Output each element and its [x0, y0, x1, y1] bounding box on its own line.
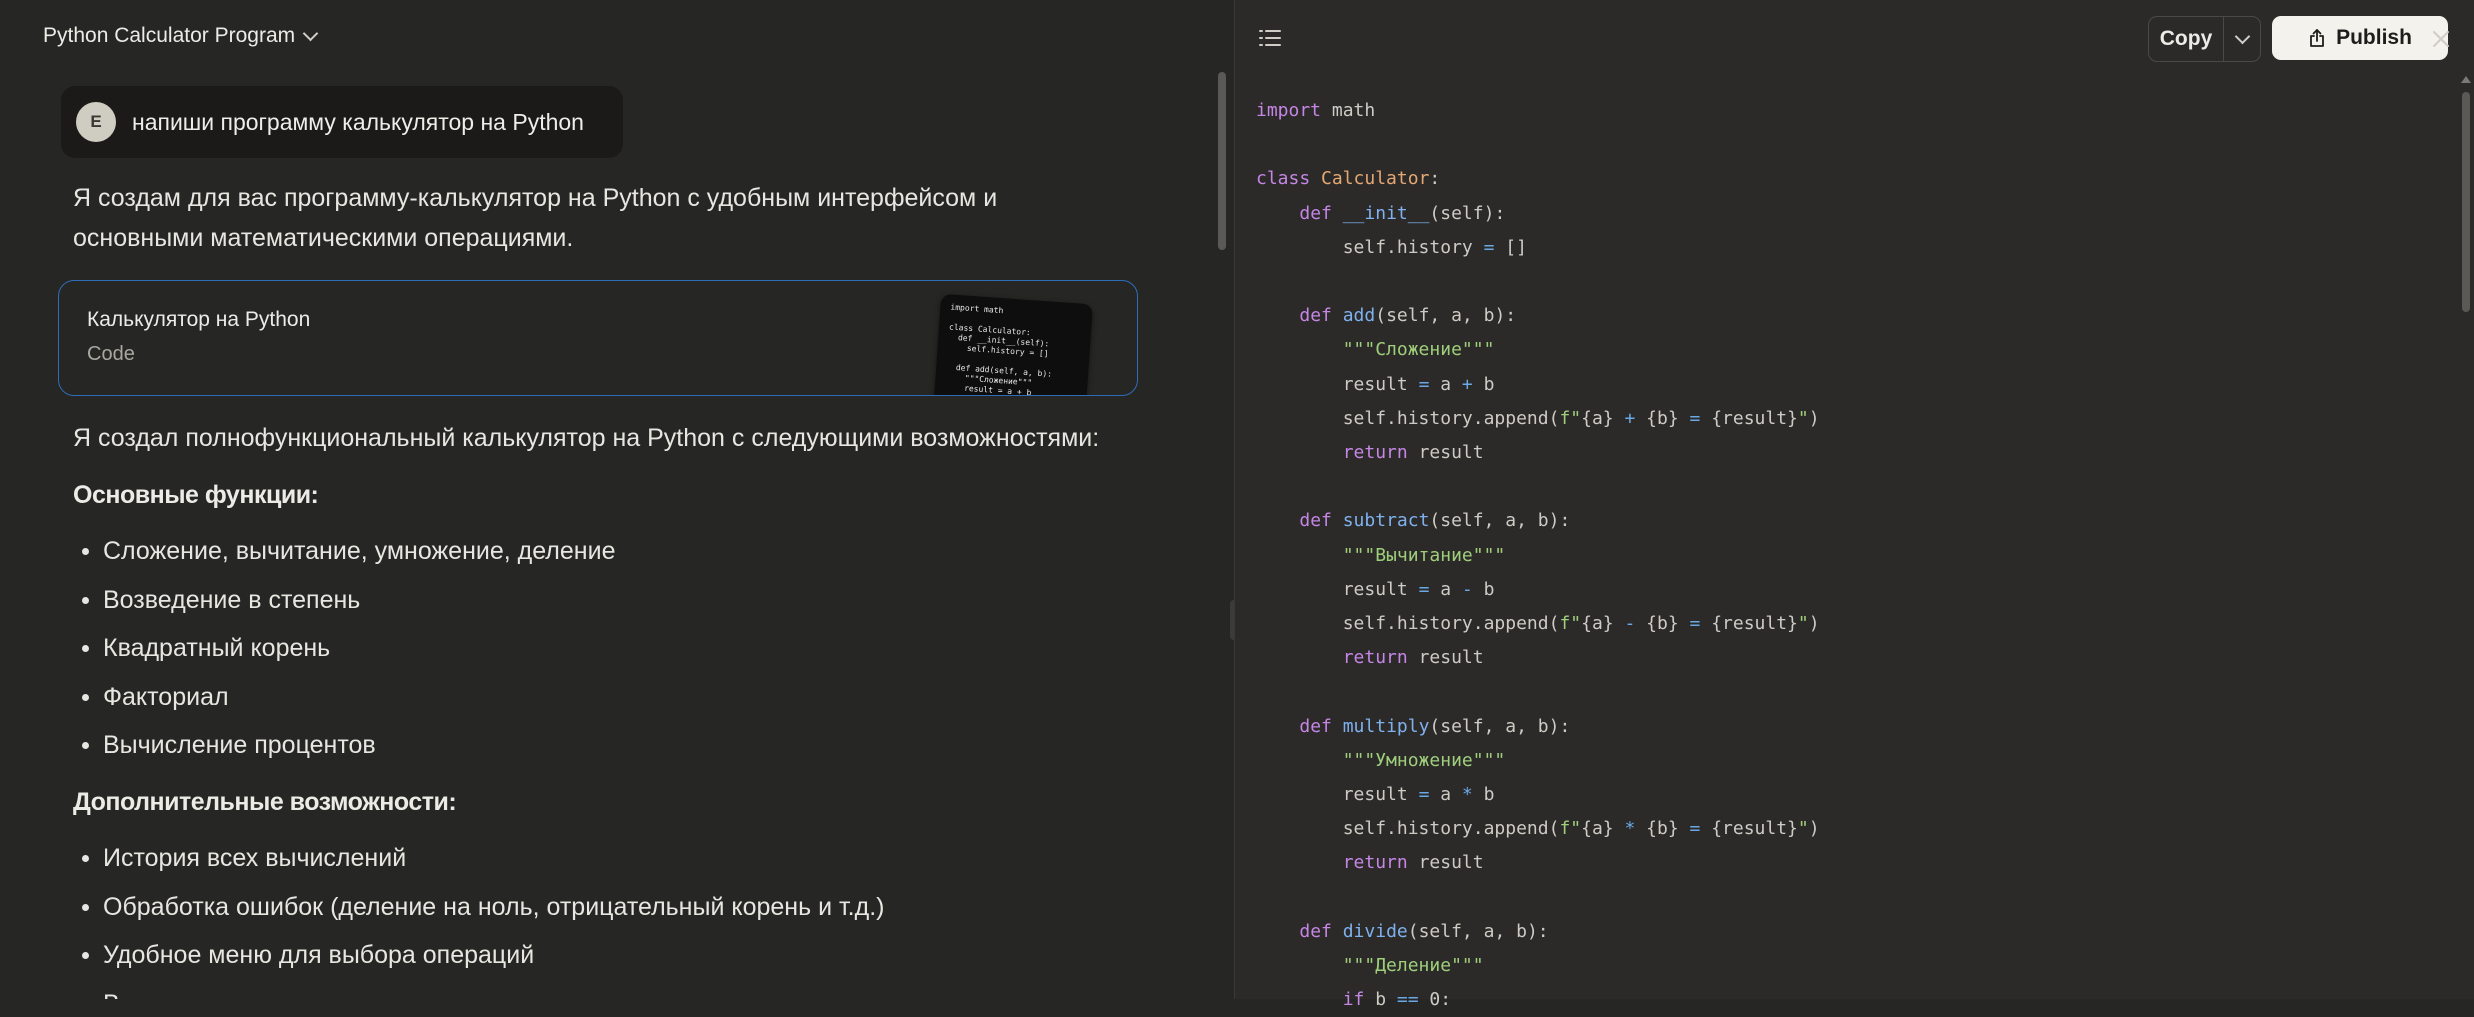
assistant-summary: Я создал полнофункциональный калькулятор…	[73, 424, 1100, 452]
close-icon[interactable]	[2426, 24, 2456, 54]
avatar: E	[76, 102, 116, 142]
chevron-down-icon	[302, 25, 319, 41]
list-item: Факториал	[73, 673, 615, 722]
code-view[interactable]: import math class Calculator: def __init…	[1256, 100, 1820, 1011]
assistant-intro-line1: Я создам для вас программу-калькулятор н…	[73, 184, 998, 212]
publish-label: Publish	[2336, 26, 2412, 49]
list-icon[interactable]	[1258, 27, 1282, 49]
share-icon	[2310, 29, 2324, 47]
copy-dropdown-button[interactable]	[2223, 17, 2260, 61]
chat-scrollbar[interactable]	[1218, 72, 1226, 250]
list-item: История всех вычислений	[73, 834, 884, 883]
copy-button-group: Copy	[2148, 16, 2261, 62]
list-item: Удобное меню для выбора операций	[73, 931, 884, 980]
copy-button[interactable]: Copy	[2159, 27, 2213, 50]
artifact-thumbnail: import math class Calculator: def __init…	[932, 293, 1094, 395]
conversation-title: Python Calculator Program	[43, 24, 296, 47]
list-item: Вычисление процентов	[73, 721, 615, 770]
artifact-type: Code	[87, 343, 135, 365]
list-item: Сложение, вычитание, умножение, деление	[73, 527, 615, 576]
section-heading-extra: Дополнительные возможности:	[73, 788, 457, 816]
list-item: Обработка ошибок (деление на ноль, отриц…	[73, 883, 884, 932]
list-item: Квадратный корень	[73, 624, 615, 673]
code-scrollbar[interactable]	[2462, 92, 2470, 312]
scroll-up-icon[interactable]	[2461, 76, 2471, 83]
publish-button[interactable]: Publish	[2272, 16, 2448, 60]
chat-panel: Python Calculator Program E напиши прогр…	[0, 0, 1233, 999]
section-heading-main: Основные функции:	[73, 481, 319, 509]
artifact-card[interactable]: Калькулятор на Python Code import math c…	[58, 280, 1138, 396]
artifact-panel	[1234, 0, 2474, 999]
user-message: E напиши программу калькулятор на Python	[61, 86, 623, 158]
conversation-title-button[interactable]: Python Calculator Program	[43, 24, 319, 48]
chevron-down-icon	[2234, 28, 2250, 44]
assistant-intro: Я создам для вас программу-калькулятор н…	[73, 178, 997, 258]
list-item: Возведение в степень	[73, 576, 615, 625]
user-message-text: напиши программу калькулятор на Python	[132, 108, 584, 135]
list-item: В...	[73, 980, 884, 1000]
assistant-intro-line2: основными математическими операциями.	[73, 224, 574, 252]
artifact-title: Калькулятор на Python	[87, 308, 311, 331]
